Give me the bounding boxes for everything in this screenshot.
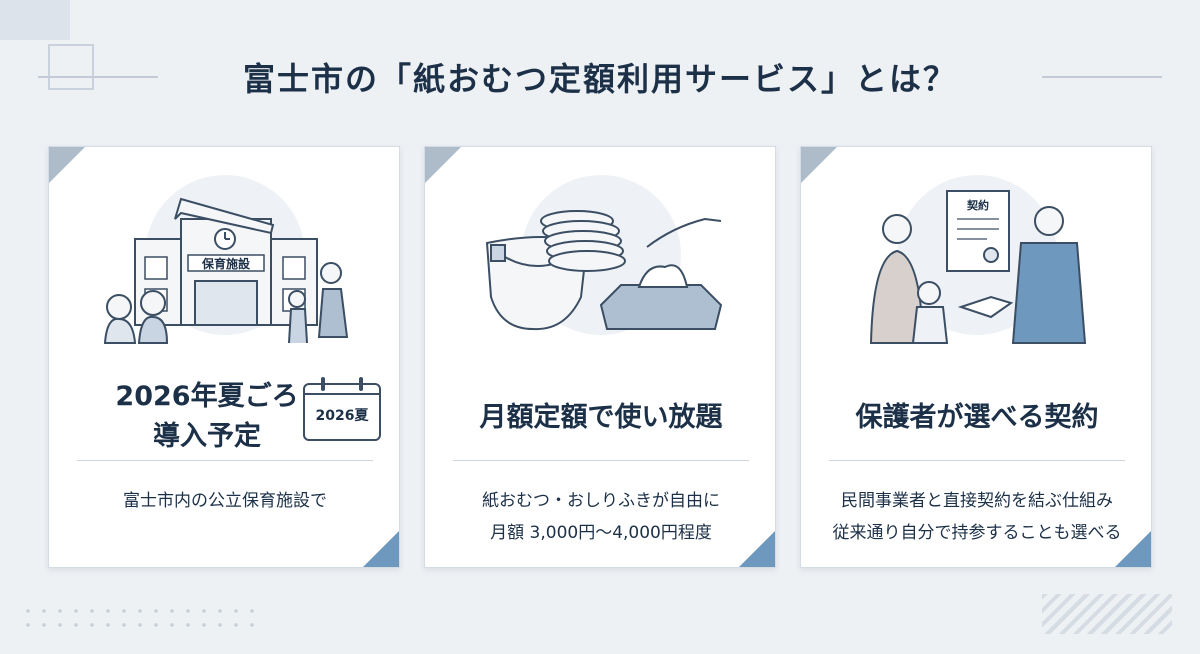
card-body: 富士市内の公立保育施設で xyxy=(49,485,399,517)
body-line: 従来通り自分で持参することも選べる xyxy=(832,523,1122,543)
card-divider xyxy=(453,460,749,461)
card-contract-choice: 契約 保護者が選べる契約 民間事業者と直接契約を結ぶ仕組み 従来通り自分で持参す… xyxy=(800,146,1152,568)
corner-accent-top-left xyxy=(49,147,85,183)
corner-accent-bottom-right xyxy=(1115,531,1151,567)
card-introduction-timing: 保育施設 2026年夏ごろ 導入予定 2026夏 富士市内の公立保育施設で xyxy=(48,146,400,568)
card-heading: 月額定額で使い放題 xyxy=(479,402,723,433)
card-body: 民間事業者と直接契約を結ぶ仕組み 従来通り自分で持参することも選べる xyxy=(801,485,1151,549)
corner-accent-top-left xyxy=(801,147,837,183)
page-title: 富士市の「紙おむつ定額利用サービス」とは？ xyxy=(242,60,957,98)
body-line: 富士市内の公立保育施設で xyxy=(123,491,327,511)
corner-accent-bottom-right xyxy=(363,531,399,567)
decorative-dot-grid xyxy=(20,604,260,634)
card-flat-rate: 月額定額で使い放題 紙おむつ・おしりふきが自由に 月額 3,000円〜4,000… xyxy=(424,146,776,568)
document-label: 契約 xyxy=(966,198,989,212)
card-divider xyxy=(829,460,1125,461)
corner-accent-top-left xyxy=(425,147,461,183)
heading-line-1: 2026年夏ごろ xyxy=(115,381,299,412)
card-heading: 2026年夏ごろ 導入予定 xyxy=(87,377,327,457)
nursery-building-illustration: 保育施設 xyxy=(103,197,349,344)
decorative-square xyxy=(0,0,70,40)
body-line: 月額 3,000円〜4,000円程度 xyxy=(490,523,712,543)
contract-handshake-illustration: 契約 xyxy=(869,190,1087,344)
decorative-stripes xyxy=(1042,594,1172,634)
heading-line-2: 導入予定 xyxy=(153,421,261,452)
card-body: 紙おむつ・おしりふきが自由に 月額 3,000円〜4,000円程度 xyxy=(425,485,775,549)
title-rule-right xyxy=(1042,76,1162,78)
diaper-and-wipes-illustration xyxy=(485,210,723,331)
corner-accent-bottom-right xyxy=(739,531,775,567)
calendar-label: 2026夏 xyxy=(315,408,369,424)
calendar-icon: 2026夏 xyxy=(303,377,381,441)
title-row: 富士市の「紙おむつ定額利用サービス」とは？ xyxy=(0,52,1200,102)
body-line: 民間事業者と直接契約を結ぶ仕組み xyxy=(841,491,1113,511)
building-sign: 保育施設 xyxy=(201,256,251,271)
decorative-outline-square xyxy=(48,44,94,90)
card-heading: 保護者が選べる契約 xyxy=(855,402,1099,433)
body-line: 紙おむつ・おしりふきが自由に xyxy=(482,491,720,511)
title-rule-left xyxy=(38,76,158,78)
card-divider xyxy=(77,460,373,461)
